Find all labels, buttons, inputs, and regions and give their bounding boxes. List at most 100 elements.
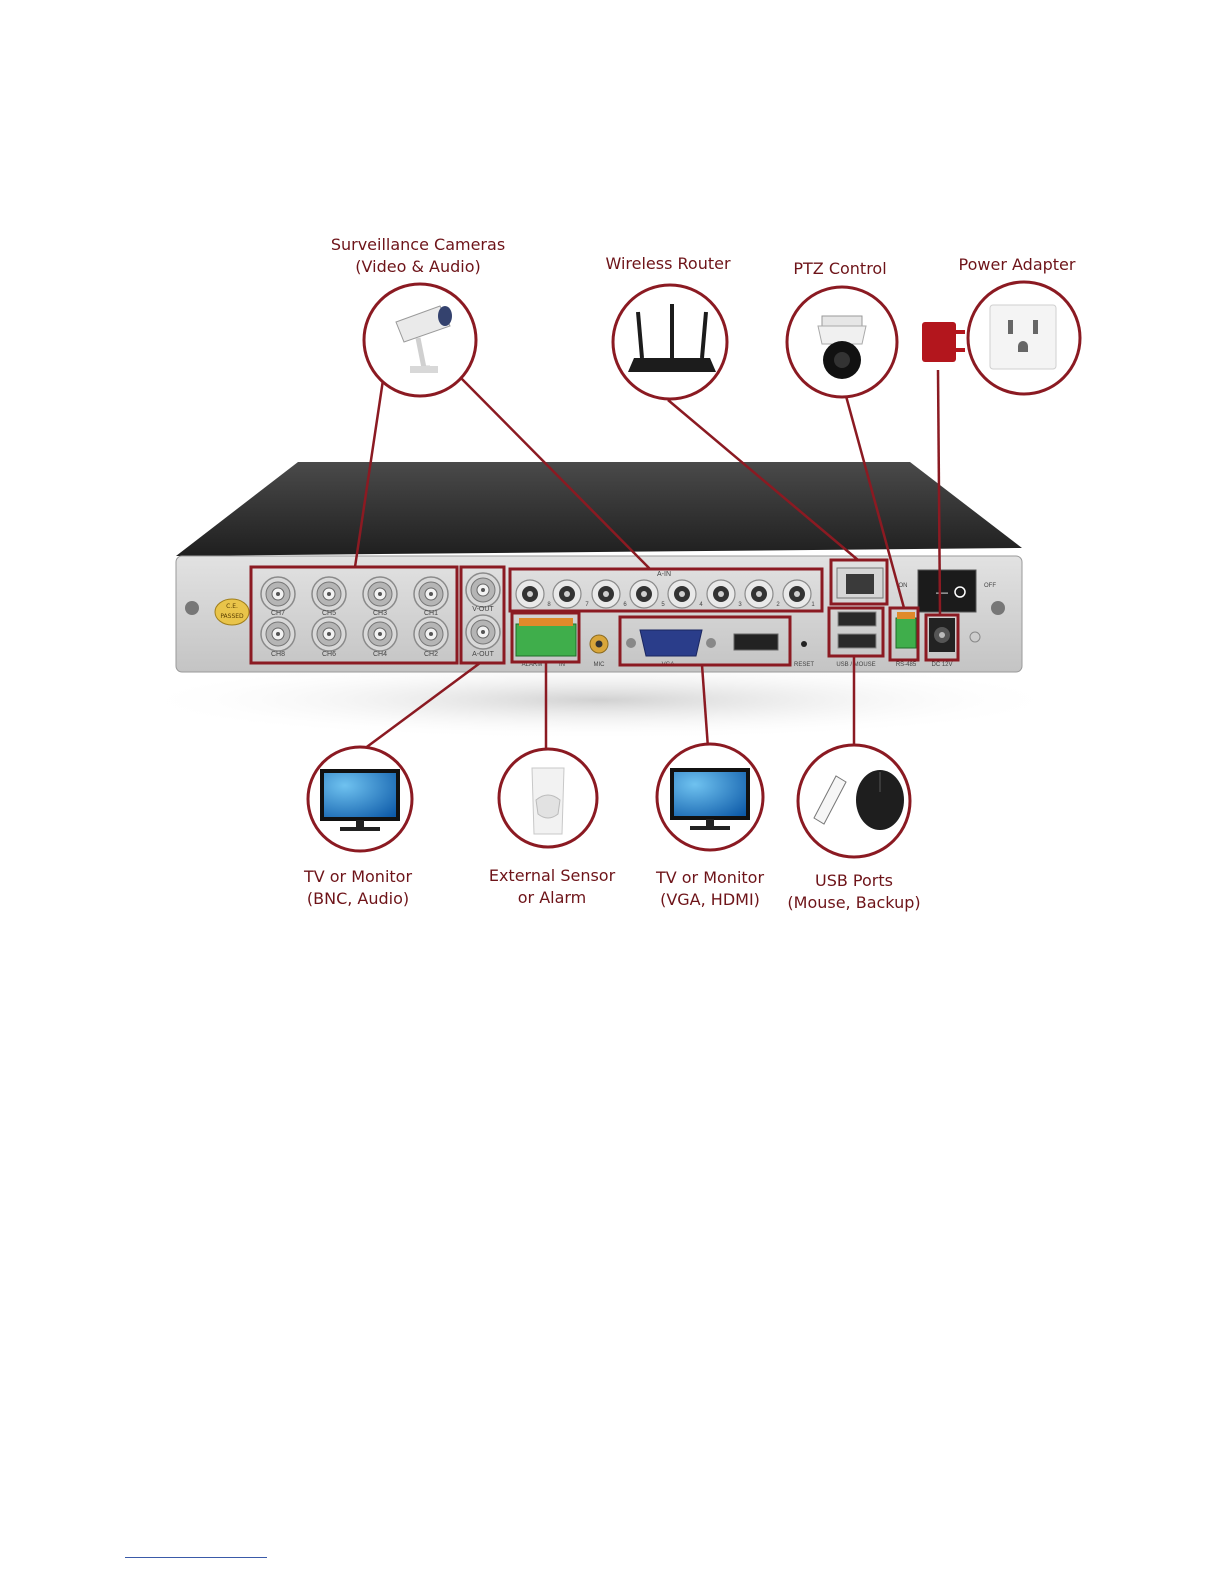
highlight-video-audio-out	[459, 565, 506, 665]
panel-label: OFF	[984, 583, 996, 589]
panel-label: CH6	[322, 651, 336, 658]
rca-connector-icon	[744, 579, 774, 609]
usb-ports: USB / MOUSE	[836, 611, 877, 668]
bnc-connector-icon	[413, 616, 449, 652]
panel-label: RESET	[794, 662, 814, 668]
panel-label: 4	[699, 602, 703, 608]
bnc-connector-icon	[413, 576, 449, 612]
label-line: (VGA, HDMI)	[660, 890, 760, 909]
ce-badge: C.E. PASSED	[214, 598, 250, 626]
panel-label: USB / MOUSE	[836, 662, 875, 668]
label-ptz-control: PTZ Control	[780, 258, 900, 280]
label-line: USB Ports	[815, 871, 893, 890]
highlight-vga-hdmi	[618, 615, 792, 667]
label-line: TV or Monitor	[303, 867, 413, 886]
panel-label: ALARM	[522, 662, 543, 668]
cameras-callout	[362, 282, 478, 398]
label-line: External Sensor	[488, 866, 616, 885]
bnc-connector-icon	[465, 572, 501, 608]
wall-outlet-icon	[989, 304, 1057, 370]
rs485-terminal: RS-485	[895, 612, 917, 668]
svg-text:—: —	[936, 585, 948, 599]
label-line: (Mouse, Backup)	[787, 893, 921, 912]
audio-input-connectors: A-IN 8 7 6 5 4 3 2 1	[515, 571, 815, 609]
rca-connector-icon	[706, 579, 736, 609]
panel-label: ON	[899, 583, 908, 589]
label-line: Surveillance Cameras	[330, 235, 506, 254]
alarm-terminal-block: ALARM IN	[515, 618, 577, 668]
panel-label: 8	[547, 602, 551, 608]
panel-label: CH2	[424, 651, 438, 658]
rca-connector-icon	[782, 579, 812, 609]
highlight-usb	[827, 606, 885, 658]
power-plug-icon	[922, 322, 965, 362]
bnc-connector-icon	[260, 616, 296, 652]
bnc-connector-icon	[362, 576, 398, 612]
panel-label: 5	[661, 602, 665, 608]
ethernet-port	[836, 567, 884, 599]
label-line: PTZ Control	[793, 259, 887, 278]
bnc-connector-icon	[311, 616, 347, 652]
router-callout	[611, 283, 729, 401]
dvr-recorder: C.E. PASSED CH7 CH5 CH3 CH1 CH8 CH6 CH4 …	[130, 462, 1070, 740]
panel-label: CH8	[271, 651, 285, 658]
panel-label: A-IN	[657, 571, 671, 578]
label-power-adapter: Power Adapter	[946, 254, 1088, 276]
rca-connector-icon	[515, 579, 545, 609]
panel-label: MIC	[594, 662, 606, 668]
video-input-connectors: CH7 CH5 CH3 CH1 CH8 CH6 CH4 CH2	[260, 576, 449, 658]
panel-label: CH1	[424, 610, 438, 617]
mic-jack: MIC	[589, 634, 609, 668]
wireless-router-icon	[628, 304, 716, 372]
highlight-ethernet	[829, 558, 889, 606]
footnote-divider	[125, 1557, 267, 1558]
bullet-camera-icon	[395, 305, 452, 373]
panel-label: CH7	[271, 610, 285, 617]
dc-power-jack: DC 12V	[929, 618, 955, 668]
ptz-dome-camera-icon	[817, 315, 867, 379]
label-usb-ports: USB Ports (Mouse, Backup)	[780, 870, 928, 914]
panel-label: CH3	[373, 610, 387, 617]
label-line: (BNC, Audio)	[306, 889, 410, 908]
connection-highlights	[249, 558, 960, 667]
panel-label: CH5	[322, 610, 336, 617]
label-line: Wireless Router	[605, 254, 731, 273]
label-tv-bnc: TV or Monitor (BNC, Audio)	[288, 866, 428, 910]
ground-icon	[969, 631, 981, 643]
rca-connector-icon	[591, 579, 621, 609]
screw-icon	[185, 601, 199, 615]
panel-label: IN	[559, 662, 565, 668]
monitor-icon	[670, 768, 750, 830]
panel-label: PASSED	[220, 613, 244, 620]
highlight-audio-in	[508, 567, 824, 613]
label-surveillance-cameras: Surveillance Cameras (Video & Audio)	[318, 234, 518, 278]
highlight-video-in	[249, 565, 459, 665]
usb-drive-and-mouse-icon	[813, 770, 904, 830]
panel-label: C.E.	[226, 603, 238, 610]
video-audio-output-connectors: V-OUT A-OUT	[465, 572, 501, 658]
label-line: (Video & Audio)	[355, 257, 481, 276]
reset-button	[801, 641, 807, 647]
panel-label: A-OUT	[472, 651, 495, 658]
monitor-icon	[320, 769, 400, 831]
label-line: Power Adapter	[958, 255, 1076, 274]
motion-sensor-icon	[531, 767, 565, 835]
panel-label: 1	[811, 602, 815, 608]
bnc-connector-icon	[260, 576, 296, 612]
rca-connector-icon	[629, 579, 659, 609]
dvr-top-cover	[176, 462, 1022, 556]
bnc-connector-icon	[362, 616, 398, 652]
panel-label: CH4	[373, 651, 387, 658]
panel-label: DC 12V	[931, 662, 952, 668]
sensor-callout	[497, 747, 599, 849]
bnc-connector-icon	[465, 614, 501, 650]
ptz-callout	[785, 285, 899, 399]
rca-connector-icon	[667, 579, 697, 609]
panel-label: 7	[585, 602, 589, 608]
tv-bnc-callout	[306, 745, 414, 853]
screw-icon	[991, 601, 1005, 615]
panel-label: 6	[623, 602, 627, 608]
panel-label: 2	[776, 602, 780, 608]
label-wireless-router: Wireless Router	[588, 253, 748, 275]
